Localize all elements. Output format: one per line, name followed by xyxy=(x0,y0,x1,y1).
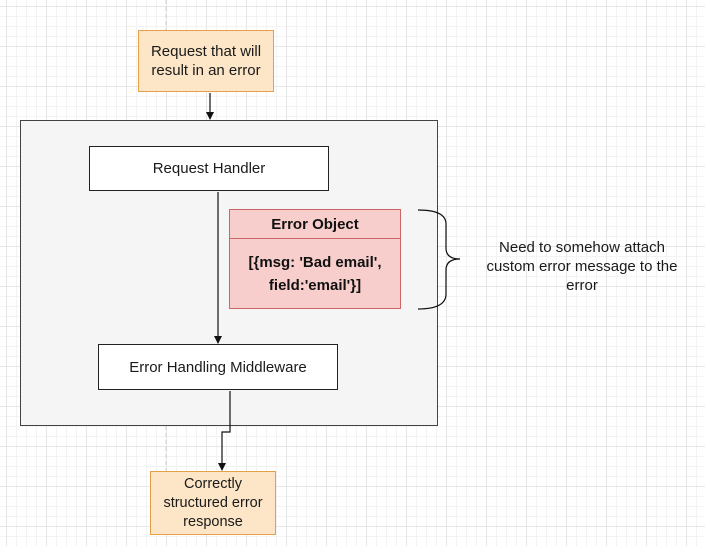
request-node-text: Request that will result in an error xyxy=(151,42,261,80)
annotation-line1: Need to somehow attach xyxy=(499,239,665,256)
request-line2: result in an error xyxy=(151,62,261,79)
request-handler-label: Request Handler xyxy=(152,160,266,177)
annotation-line2: custom error message to the xyxy=(486,258,678,275)
error-middleware-label: Error Handling Middleware xyxy=(129,358,307,376)
request-line1: Request that will xyxy=(150,43,262,60)
error-object-title: Error Object xyxy=(230,210,400,239)
request-handler-node[interactable]: Request Handler xyxy=(89,146,329,191)
arrow-middleware-to-response xyxy=(218,391,231,471)
annotation-note: Need to somehow attach custom error mess… xyxy=(462,238,702,295)
error-object-body: [{msg: 'Bad email', field:'email'}] xyxy=(230,239,400,309)
response-node[interactable]: Correctly structured error response xyxy=(150,471,276,535)
annotation-line3: error xyxy=(566,277,598,294)
response-line3: response xyxy=(183,513,243,530)
error-object-node[interactable]: Error Object [{msg: 'Bad email', field:'… xyxy=(229,209,401,309)
response-line2: structured error xyxy=(163,494,263,511)
response-line1: Correctly xyxy=(183,475,242,492)
request-node[interactable]: Request that will result in an error xyxy=(138,30,274,92)
response-node-text: Correctly structured error response xyxy=(163,475,262,532)
error-middleware-node[interactable]: Error Handling Middleware xyxy=(98,344,338,390)
error-object-line1: [{msg: 'Bad email', xyxy=(248,254,382,271)
curly-brace xyxy=(417,209,461,310)
error-object-line2: field:'email'}] xyxy=(268,277,362,294)
